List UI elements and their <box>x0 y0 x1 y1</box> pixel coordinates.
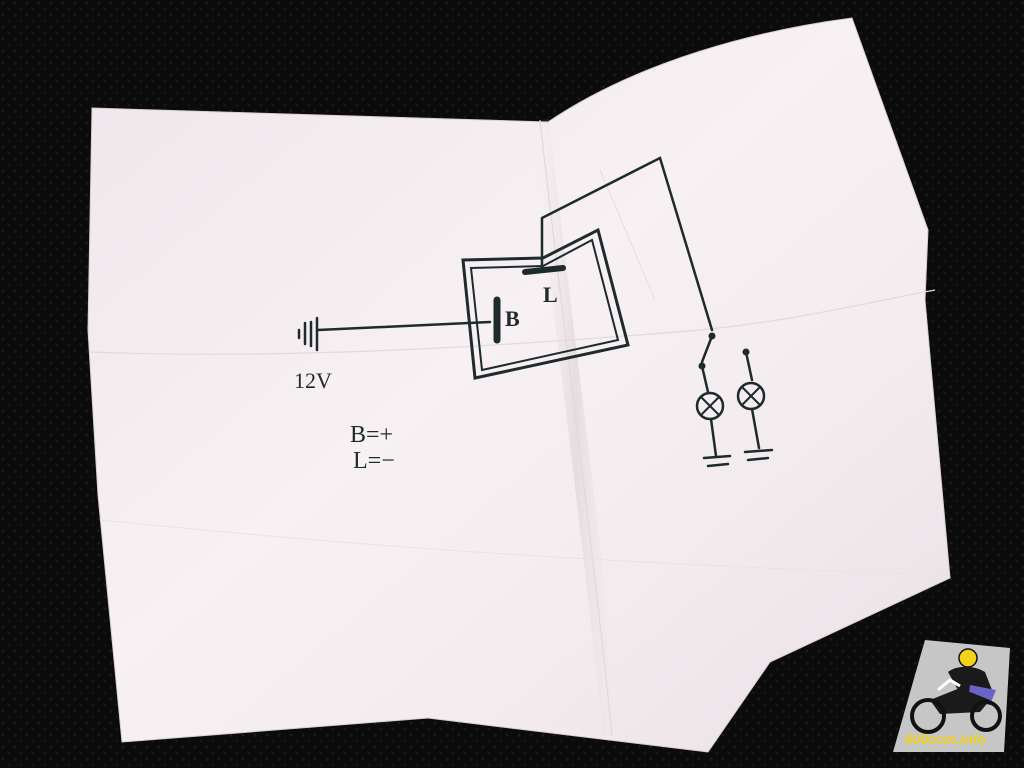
lamp-1 <box>695 391 732 468</box>
battery-symbol <box>297 316 319 352</box>
lamp-2 <box>736 381 774 462</box>
paper-sheet <box>87 17 951 753</box>
battery-voltage-label: 12V <box>294 368 332 393</box>
wire-l-to-switch <box>540 156 714 332</box>
helmet-icon <box>958 648 978 668</box>
terminal-b-label: B <box>505 306 520 331</box>
turn-switch <box>698 332 754 394</box>
watermark-text: 600ccm.info <box>905 731 986 747</box>
legend-line-2: L=− <box>353 448 395 474</box>
wiring-diagram <box>297 156 774 468</box>
relay-box-outer <box>461 227 630 380</box>
terminal-l-label: L <box>543 282 558 307</box>
terminal-l-bar <box>522 265 566 275</box>
relay-box-inner <box>469 238 620 372</box>
wire-battery-to-b <box>316 320 492 332</box>
watermark-logo: 600ccm.info <box>893 640 1010 752</box>
legend-line-1: B=+ <box>350 422 393 448</box>
